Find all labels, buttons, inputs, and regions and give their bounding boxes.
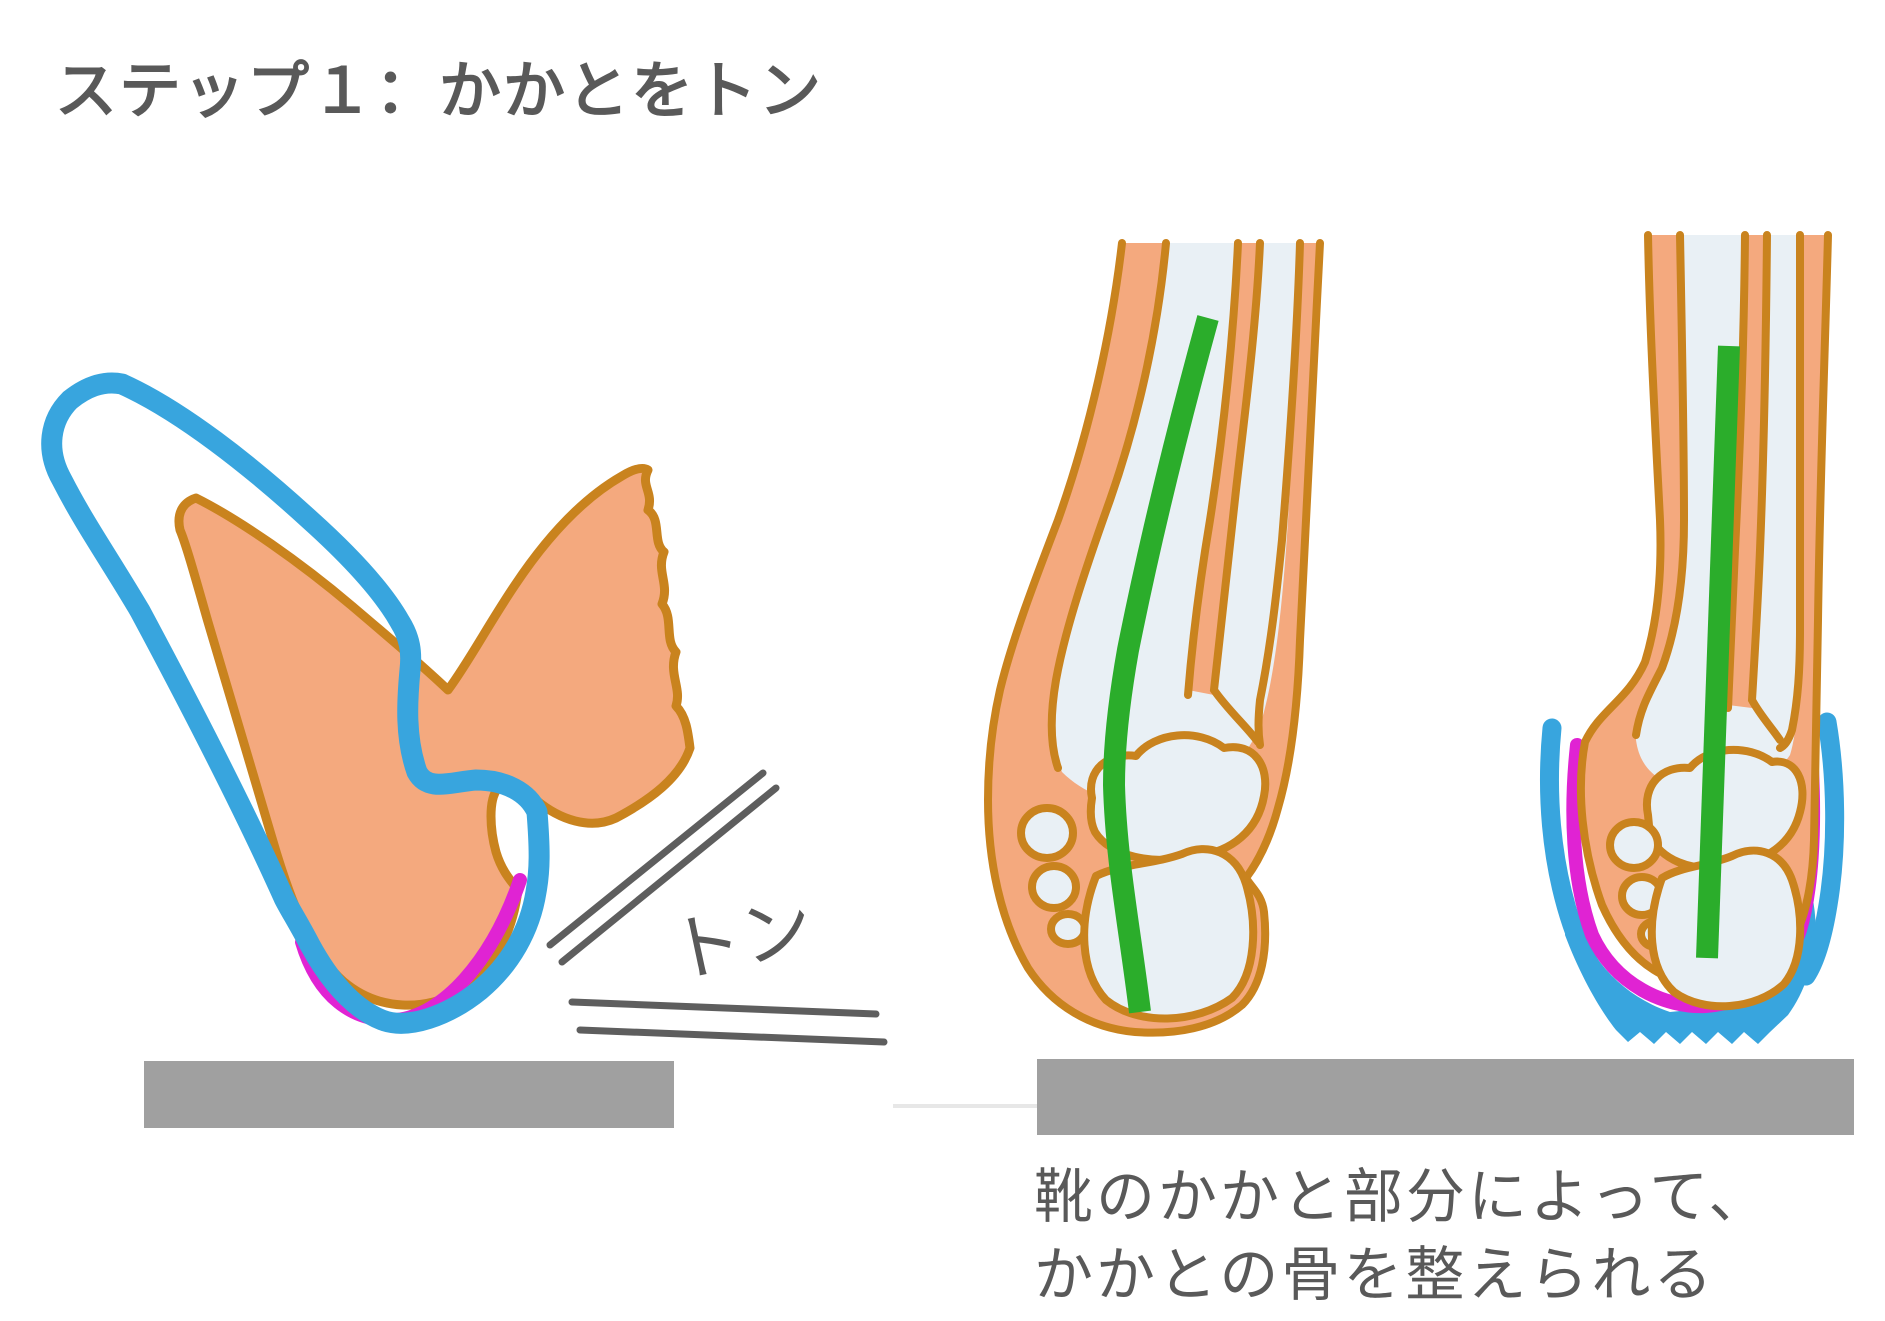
alignment-line-bent bbox=[1102, 315, 1219, 1014]
rear-ankle-misaligned bbox=[983, 239, 1324, 1037]
caption-line-1: 靴のかかと部分によって、 bbox=[1034, 1162, 1771, 1231]
ankle2-bones bbox=[1606, 746, 1807, 1011]
caption-text: 靴のかかと部分によって、 かかとの骨を整えられる bbox=[1034, 1158, 1770, 1315]
ground-bar-left bbox=[144, 1061, 674, 1128]
caption-line-2: かかとの骨を整えられる bbox=[1034, 1240, 1716, 1310]
page-title: ステップ１：かかとをトン bbox=[55, 54, 824, 127]
rear-ankle-aligned bbox=[1539, 231, 1845, 1044]
ankle1-contours bbox=[983, 239, 1324, 1037]
heel-cup-sole bbox=[1565, 895, 1816, 1044]
heel-cup-right-arc bbox=[1796, 712, 1845, 986]
alignment-line-straight bbox=[1696, 345, 1740, 959]
ground-faint-line bbox=[893, 1104, 1043, 1108]
ground-bar-right bbox=[1037, 1059, 1854, 1135]
ankle2-contours bbox=[1576, 231, 1832, 989]
shoe-outline bbox=[41, 372, 550, 1034]
side-view-foot-group bbox=[41, 372, 888, 1046]
ankle1-mid-band bbox=[1188, 243, 1260, 695]
tap-lines-upper bbox=[546, 769, 780, 966]
tap-lines-lower bbox=[568, 998, 888, 1046]
heel-cup-left-arc bbox=[1539, 718, 1614, 992]
